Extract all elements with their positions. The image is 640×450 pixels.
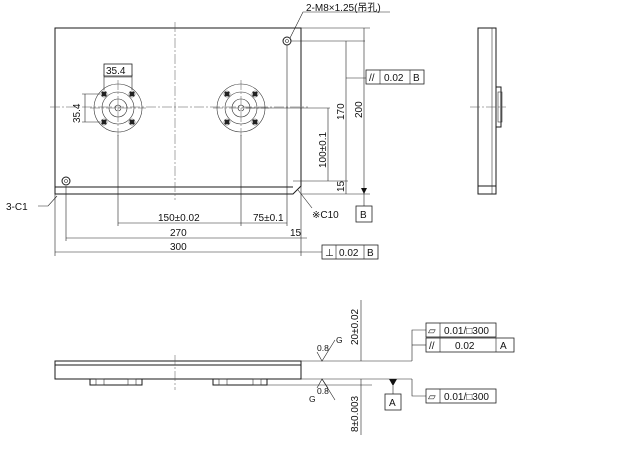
datum-b-label: B bbox=[360, 210, 367, 221]
svg-text:A: A bbox=[500, 341, 507, 352]
lift-hole-bottom bbox=[61, 176, 71, 186]
roughness-top-value: 0.8 bbox=[317, 343, 329, 353]
svg-text:B: B bbox=[413, 73, 420, 84]
svg-text:0.01/□300: 0.01/□300 bbox=[444, 392, 489, 403]
svg-text://: // bbox=[369, 73, 375, 84]
dim-200: 200 bbox=[354, 101, 365, 118]
plate-outline bbox=[54, 27, 302, 195]
datum-b-box bbox=[355, 205, 373, 223]
front-view: 0.8 G 0.8 G 20±0.02 8±0.003 A ▱ 0.01/□ bbox=[54, 300, 515, 435]
fcf-flatness-top: ▱ 0.01/□300 bbox=[425, 322, 497, 338]
hole-callout-label: 2-M8×1.25(吊孔) bbox=[306, 2, 381, 14]
top-view: 2-M8×1.25(吊孔) 35.4 35.4 3-C1 ※C10 150±0.… bbox=[6, 2, 425, 260]
roughness-bottom-value: 0.8 bbox=[317, 386, 329, 396]
svg-text:0.01/□300: 0.01/□300 bbox=[444, 326, 489, 337]
dim-15-vertical: 15 bbox=[336, 180, 347, 192]
dim-20: 20±0.02 bbox=[350, 308, 361, 345]
svg-text:▱: ▱ bbox=[428, 392, 436, 403]
svg-text:0.02: 0.02 bbox=[339, 248, 359, 259]
datum-a-label: A bbox=[389, 398, 396, 409]
svg-text://: // bbox=[429, 341, 435, 352]
side-view bbox=[470, 27, 506, 195]
dim-100: 100±0.1 bbox=[318, 131, 329, 168]
svg-text:B: B bbox=[367, 248, 374, 259]
dim-35-4-horizontal: 35.4 bbox=[106, 66, 126, 77]
dim-8: 8±0.003 bbox=[350, 395, 361, 432]
dim-15-horizontal: 15 bbox=[290, 228, 302, 239]
fcf-parallel-top: // 0.02 B bbox=[365, 69, 425, 85]
dim-75: 75±0.1 bbox=[253, 213, 284, 224]
fcf-perpendicular: ⊥ 0.02 B bbox=[321, 244, 379, 260]
chamfer-3-c1: 3-C1 bbox=[6, 202, 28, 213]
chamfer-c10: ※C10 bbox=[312, 210, 339, 221]
dim-270: 270 bbox=[170, 228, 187, 239]
roughness-bottom-symbol: G bbox=[309, 394, 316, 404]
dim-170: 170 bbox=[336, 103, 347, 120]
datum-a-box bbox=[384, 393, 402, 411]
svg-text:▱: ▱ bbox=[428, 326, 436, 337]
fcf-flatness-bottom: ▱ 0.01/□300 bbox=[425, 388, 497, 404]
svg-text:⊥: ⊥ bbox=[325, 248, 334, 259]
dim-150: 150±0.02 bbox=[158, 213, 200, 224]
dim-300: 300 bbox=[170, 242, 187, 253]
lift-hole-top bbox=[282, 36, 292, 46]
svg-text:0.02: 0.02 bbox=[455, 341, 475, 352]
fcf-parallel-side: // 0.02 A bbox=[425, 337, 515, 353]
roughness-top-symbol: G bbox=[336, 335, 343, 345]
left-hole-pattern bbox=[90, 80, 146, 136]
dim-35-4-vertical: 35.4 bbox=[72, 103, 83, 123]
svg-text:0.02: 0.02 bbox=[384, 73, 404, 84]
